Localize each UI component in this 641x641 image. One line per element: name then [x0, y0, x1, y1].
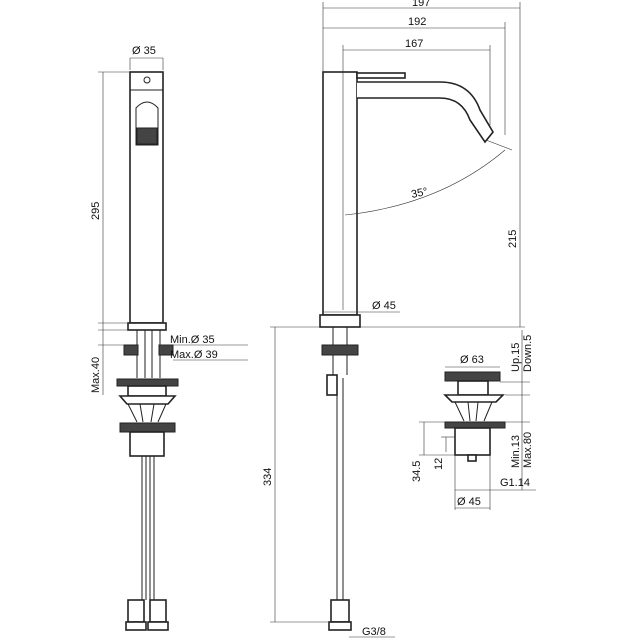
dim-g1-14: G1.14: [500, 477, 530, 489]
front-view-dimensions: Ø 35 295 Max.40 Min.Ø 35 Max.Ø 39: [90, 45, 248, 395]
dim-167: 167: [405, 38, 423, 50]
dim-max-80: Max.80: [522, 432, 534, 468]
dim-215: 215: [507, 230, 519, 248]
dim-12: 12: [433, 458, 445, 470]
dim-angle-35: 35°: [410, 186, 429, 201]
dim-g38: G3/8: [362, 626, 386, 638]
dim-max-40: Max.40: [90, 357, 102, 393]
dim-min-13: Min.13: [510, 435, 522, 468]
dim-height-295: 295: [90, 202, 102, 220]
waste-dimensions: Ø 63 Up.15 Down.5 Min.13 Max.80 34.5 12 …: [411, 330, 536, 510]
dim-334: 334: [262, 468, 274, 486]
front-view-faucet: [116, 71, 179, 631]
waste-valve: [443, 371, 506, 462]
dim-base-diameter: Ø 45: [372, 300, 396, 312]
dim-192: 192: [408, 16, 426, 28]
dim-63: Ø 63: [460, 354, 484, 366]
dim-up-15: Up.15: [510, 343, 522, 372]
dim-197: 197: [412, 0, 430, 9]
dim-45: Ø 45: [457, 496, 481, 508]
side-view-faucet: [319, 71, 494, 631]
dim-down-5: Down.5: [522, 335, 534, 372]
dim-34-5: 34.5: [411, 461, 423, 482]
side-view-dimensions: 197 192 167 35° 215 Ø 45 334 G3/8: [262, 0, 525, 638]
dim-min-hole: Min.Ø 35: [170, 334, 215, 346]
dim-diameter-35: Ø 35: [132, 45, 156, 57]
dim-max-hole: Max.Ø 39: [170, 349, 218, 361]
